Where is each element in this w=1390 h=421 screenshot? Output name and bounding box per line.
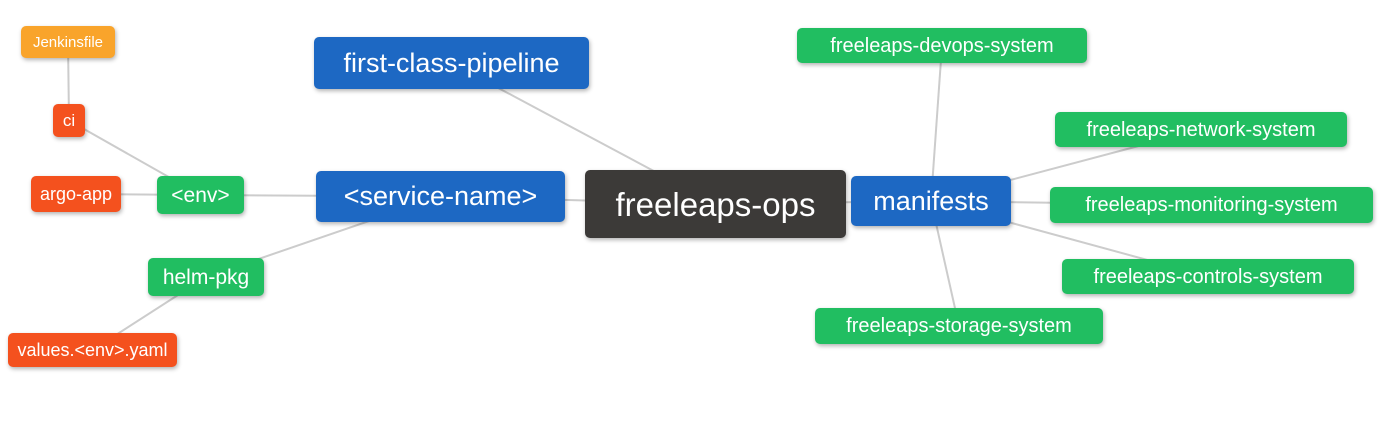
node-values-env-yaml[interactable]: values.<env>.yaml — [8, 333, 177, 367]
node-ci[interactable]: ci — [53, 104, 85, 137]
node-network-system[interactable]: freeleaps-network-system — [1055, 112, 1347, 147]
node-first-class-pipeline[interactable]: first-class-pipeline — [314, 37, 589, 89]
node-jenkinsfile[interactable]: Jenkinsfile — [21, 26, 115, 58]
edge-manifests-devops-system — [930, 45, 943, 202]
node-freeleaps-ops[interactable]: freeleaps-ops — [585, 170, 846, 238]
node-service-name[interactable]: <service-name> — [316, 171, 565, 222]
node-devops-system[interactable]: freeleaps-devops-system — [797, 28, 1087, 63]
node-env[interactable]: <env> — [157, 176, 244, 214]
node-argo-app[interactable]: argo-app — [31, 176, 121, 212]
node-controls-system[interactable]: freeleaps-controls-system — [1062, 259, 1354, 294]
node-manifests[interactable]: manifests — [851, 176, 1011, 226]
node-helm-pkg[interactable]: helm-pkg — [148, 258, 264, 296]
node-monitoring-system[interactable]: freeleaps-monitoring-system — [1050, 187, 1373, 223]
node-storage-system[interactable]: freeleaps-storage-system — [815, 308, 1103, 344]
